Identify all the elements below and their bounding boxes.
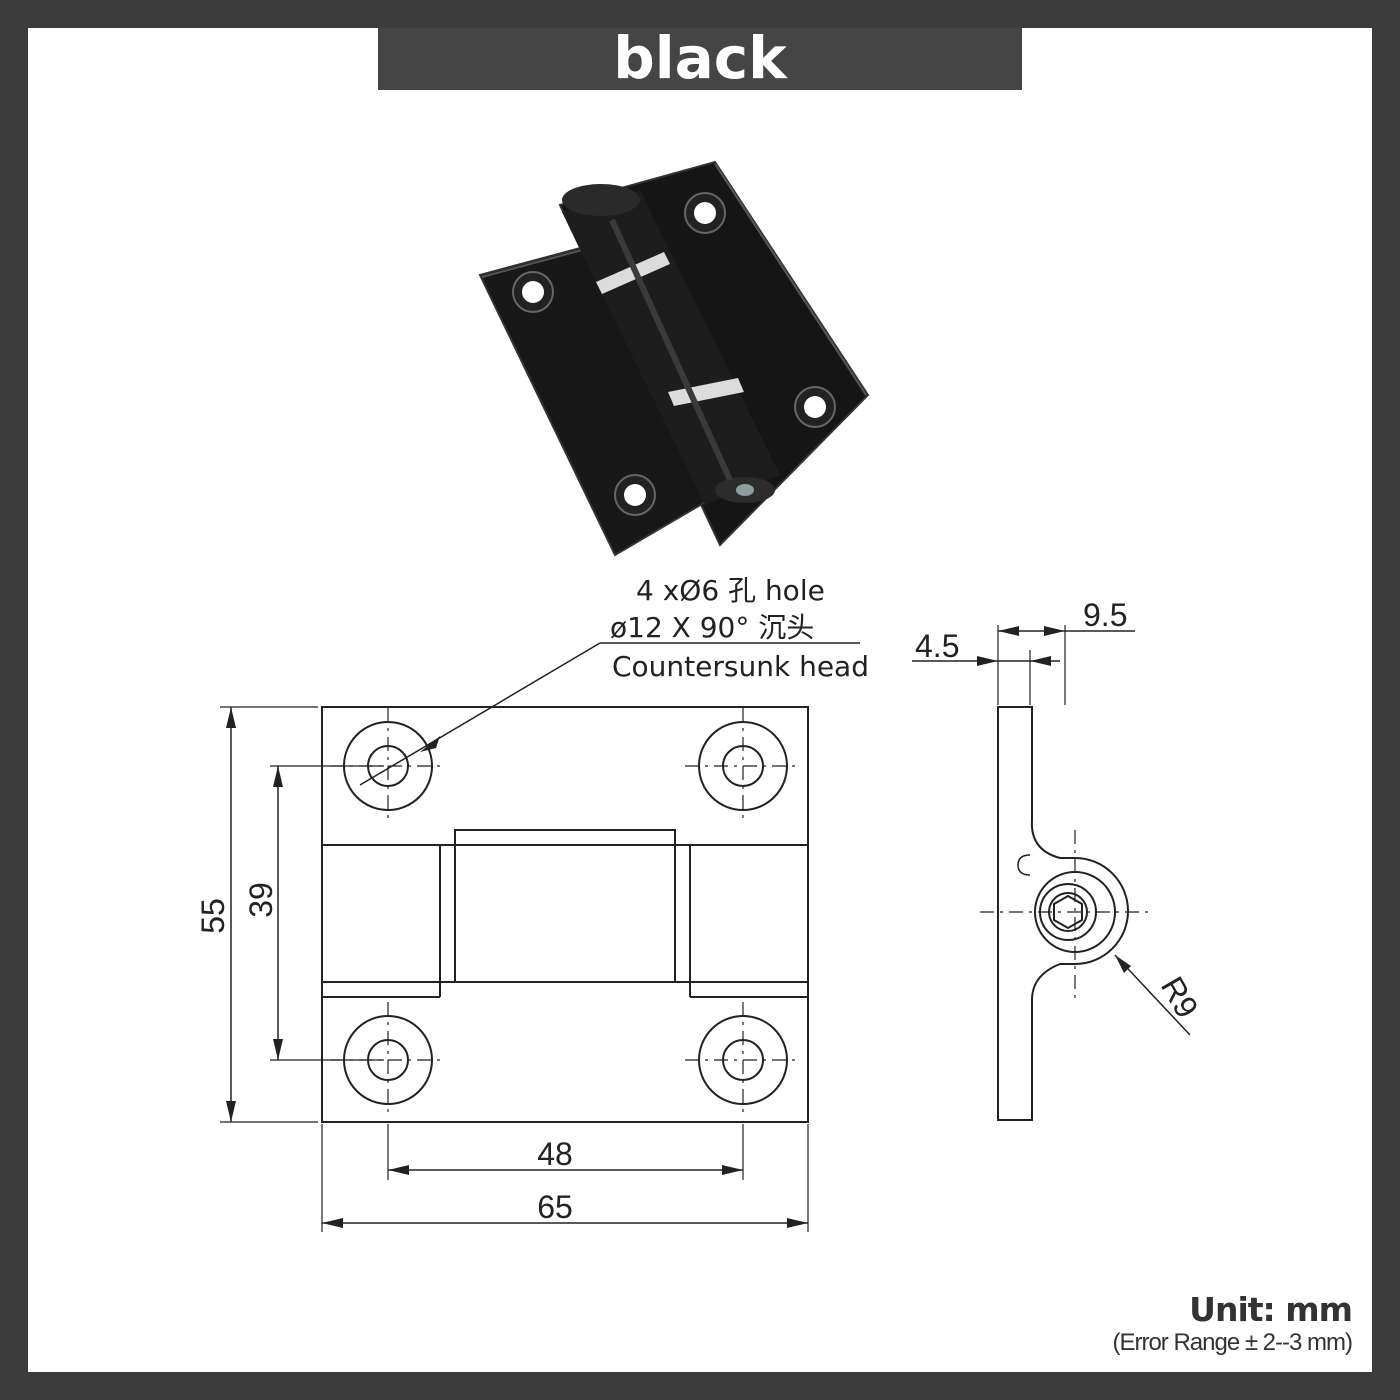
unit-block: Unit: mm (Error Range ± 2--3 mm) (1112, 1290, 1353, 1357)
dim-knuckle-depth: 9.5 (1083, 597, 1127, 633)
front-hole-bottom-right (685, 1002, 801, 1118)
dim-leaf-thickness: 4.5 (915, 628, 959, 664)
hole-leader-line (359, 642, 601, 786)
side-view (912, 625, 1191, 1121)
unit-label: Unit: mm (1189, 1290, 1353, 1329)
side-leaf-profile (997, 706, 1129, 1121)
photo-hole-2 (684, 192, 726, 234)
hole-note-line2: ø12 X 90° 沉头 (610, 611, 814, 644)
front-hole-top-right (685, 708, 801, 824)
dim-hole-spacing-vertical: 39 (243, 882, 279, 918)
photo-hole-3 (794, 386, 836, 428)
hinge-photo (478, 160, 870, 557)
title-text: black (613, 24, 787, 92)
photo-hole-1 (512, 271, 554, 313)
front-plate-outline (321, 706, 809, 1123)
hole-note-line1: 4 xØ6 孔 hole (636, 574, 825, 607)
dim-width-total: 65 (537, 1189, 573, 1225)
dim-radius: R9 (1154, 971, 1206, 1024)
dim-height-total: 55 (195, 898, 231, 934)
hole-note-line3: Countersunk head (612, 650, 869, 683)
photo-hole-4 (614, 474, 656, 516)
photo-knuckle (562, 184, 780, 505)
title-banner: black (378, 28, 1022, 90)
error-range-label: (Error Range ± 2--3 mm) (1112, 1329, 1353, 1356)
dim-hole-spacing-horizontal: 48 (537, 1136, 573, 1172)
front-view (220, 642, 860, 1232)
center-knuckle-top (454, 829, 676, 846)
